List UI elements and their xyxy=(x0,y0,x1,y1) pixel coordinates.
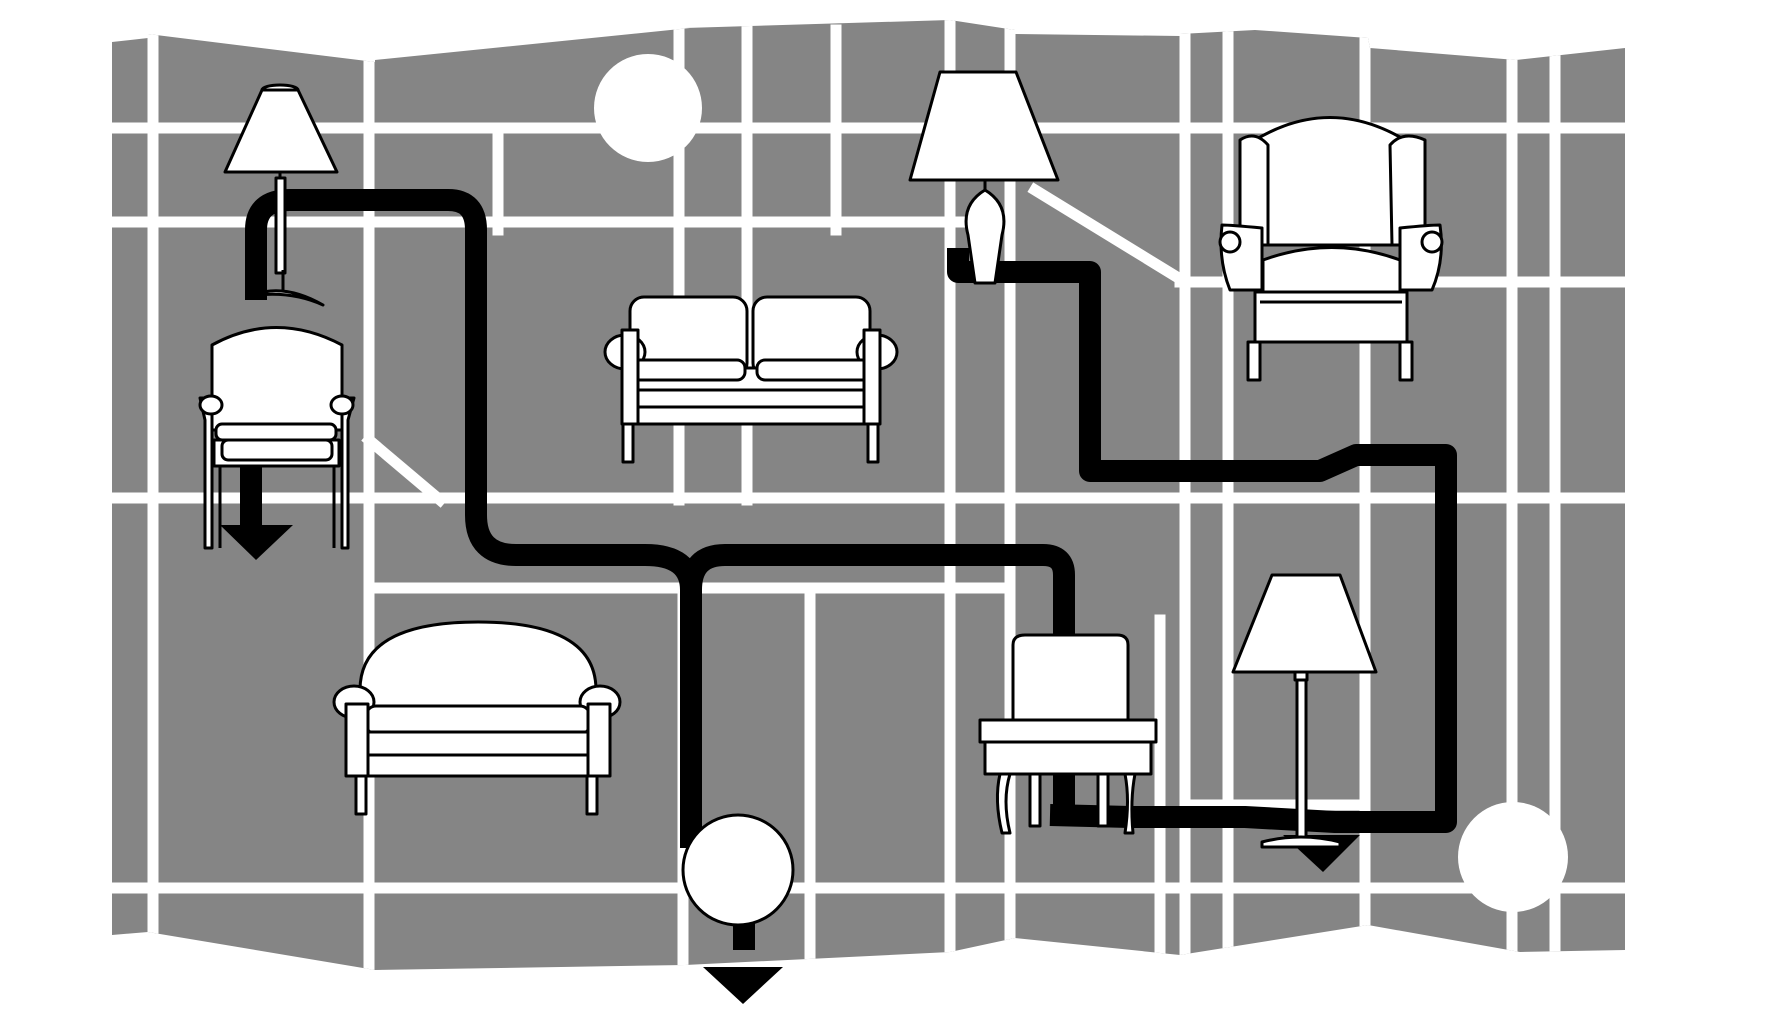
route-segment xyxy=(947,248,1457,833)
sofa-icon[interactable] xyxy=(603,295,899,464)
arrow-down-icon xyxy=(703,967,783,1004)
floor-lamp-icon[interactable] xyxy=(1231,573,1378,849)
side-chair-icon[interactable] xyxy=(978,633,1158,835)
route-segment xyxy=(680,544,1075,820)
loveseat-icon[interactable] xyxy=(332,620,622,816)
table-lamp-icon[interactable] xyxy=(908,70,1060,285)
floor-lamp-icon[interactable] xyxy=(223,83,339,307)
landmarks xyxy=(198,70,1444,849)
route xyxy=(240,189,1457,950)
waypoint-circle-icon[interactable] xyxy=(594,54,702,162)
waypoint-circle-icon[interactable] xyxy=(681,813,795,927)
waypoint-circle-icon[interactable] xyxy=(1458,802,1568,912)
armchair-icon[interactable] xyxy=(198,326,356,550)
street-diagonal xyxy=(361,432,448,508)
arrow-down-icon xyxy=(220,525,293,560)
waypoints xyxy=(594,54,1568,927)
street-diagonal xyxy=(1027,182,1193,290)
route-segment xyxy=(245,189,702,848)
wingback-armchair-icon[interactable] xyxy=(1218,116,1444,382)
